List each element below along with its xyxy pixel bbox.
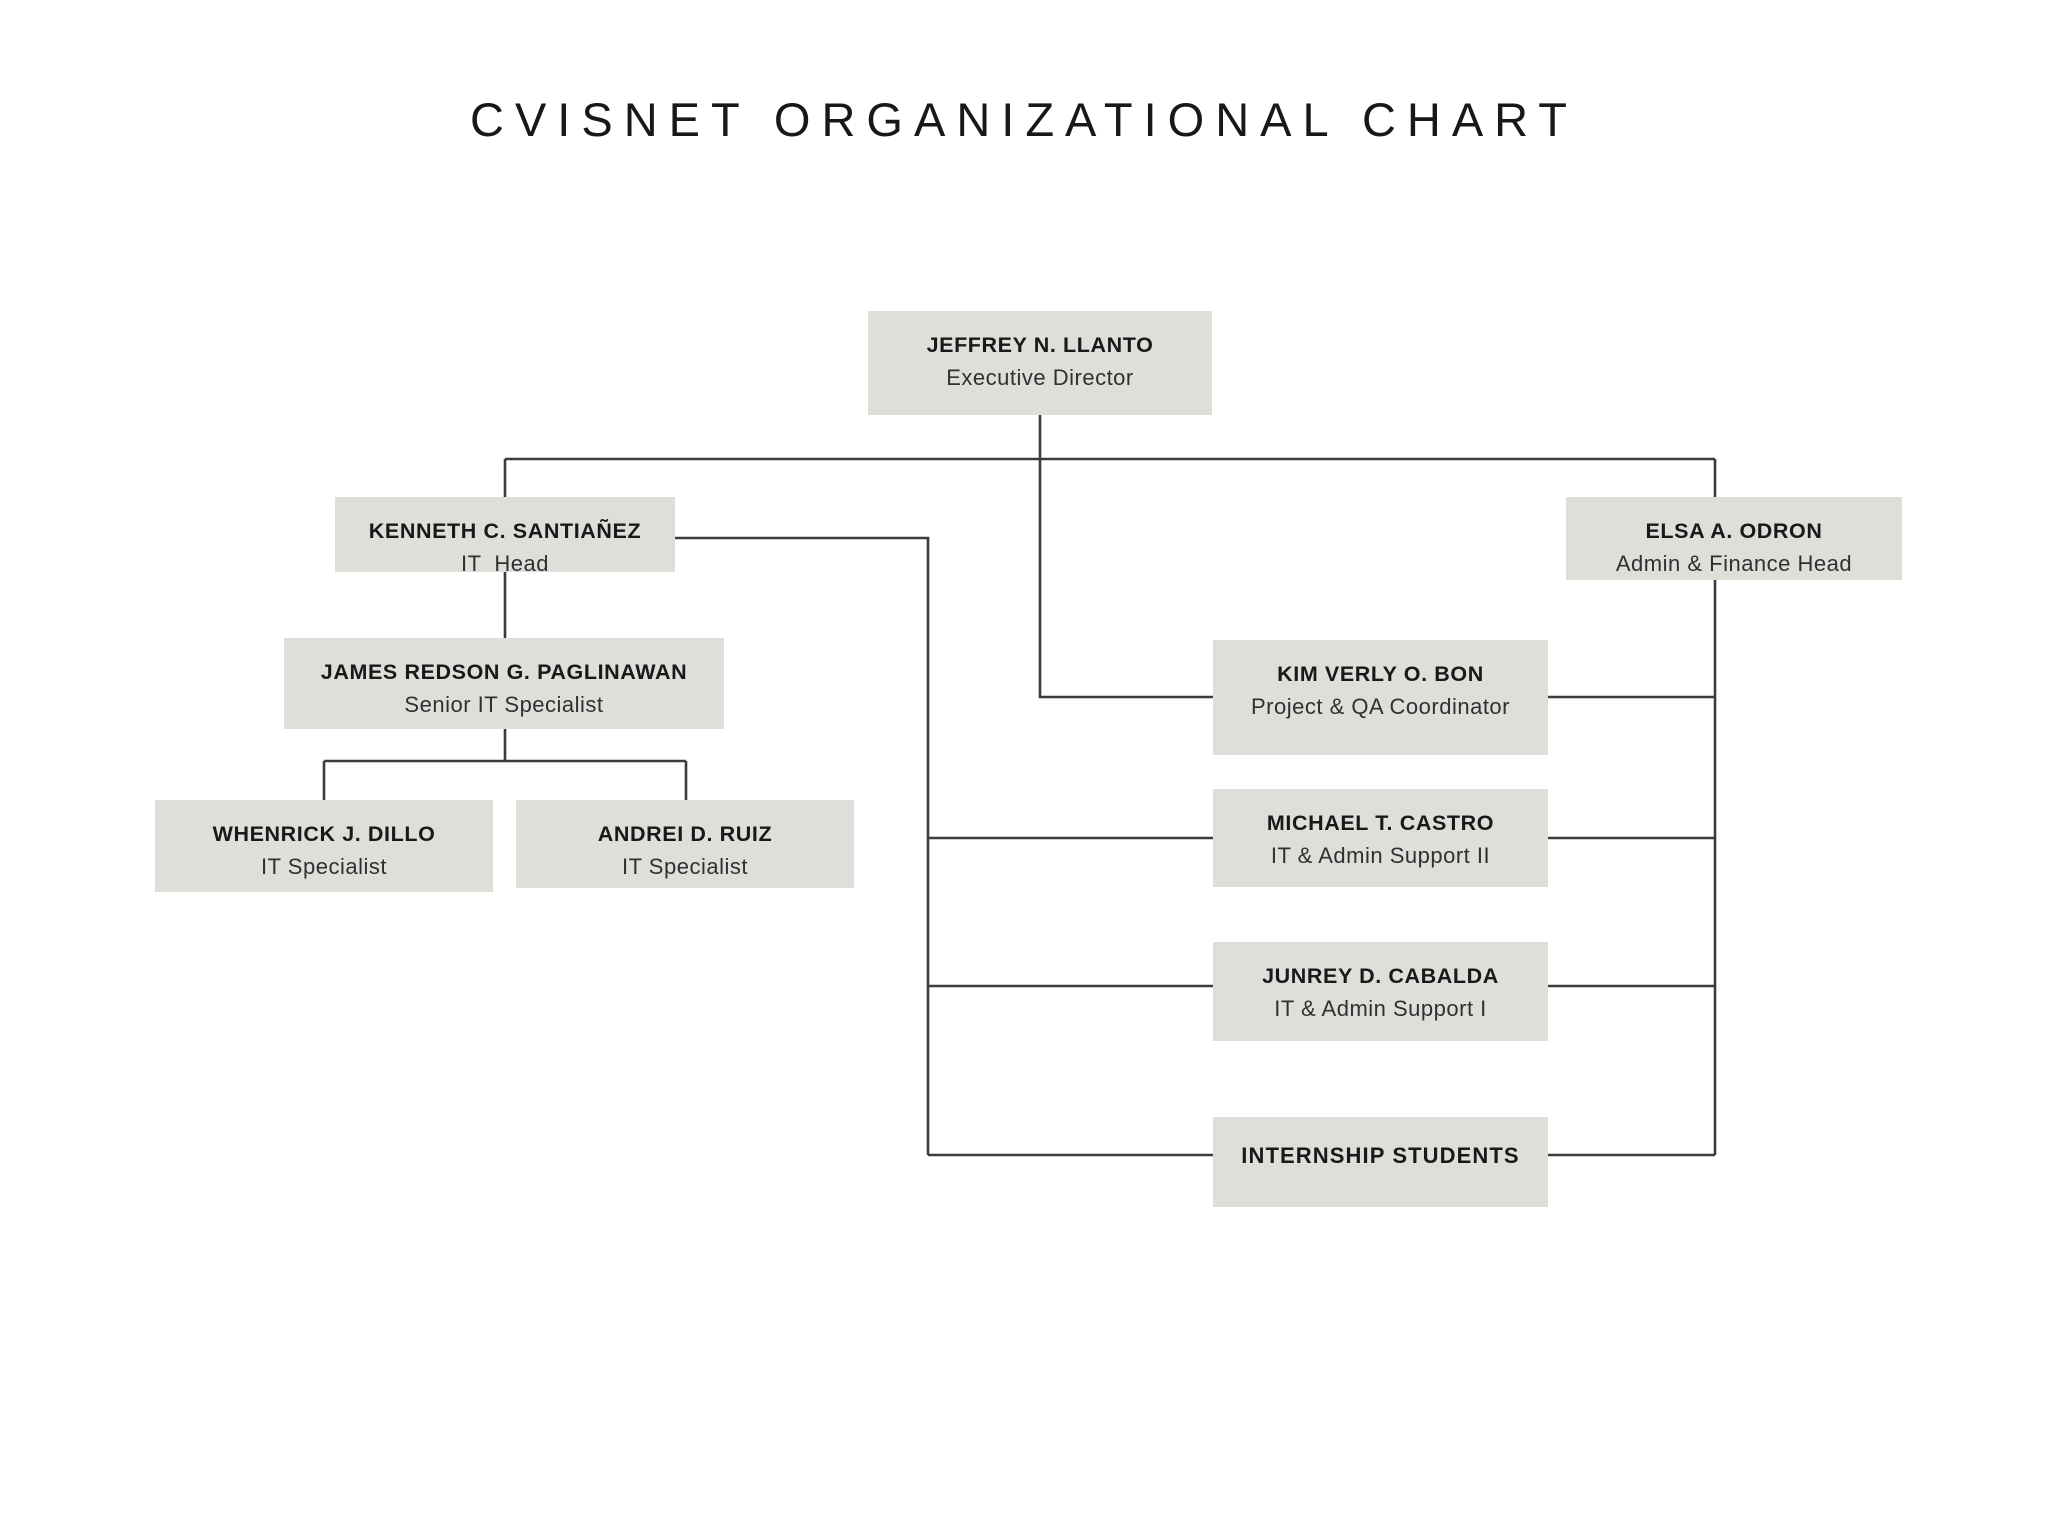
node-name: ELSA A. ODRON xyxy=(1645,519,1823,543)
node-role: Admin & Finance Head xyxy=(1615,551,1853,577)
line-exec-to-project-qa xyxy=(1038,459,1213,699)
node-role: IT & Admin Support II xyxy=(1270,843,1491,869)
node-name: MICHAEL T. CASTRO xyxy=(1266,811,1495,835)
node-name: INTERNSHIP STUDENTS xyxy=(1241,1143,1520,1168)
node-name: JAMES REDSON G. PAGLINAWAN xyxy=(320,660,688,684)
page-title: CVISNET ORGANIZATIONAL CHART xyxy=(470,93,1578,146)
node-role: Executive Director xyxy=(946,365,1134,391)
node-internship-students[interactable]: INTERNSHIP STUDENTS xyxy=(1213,1117,1548,1207)
node-senior-it-specialist[interactable]: JAMES REDSON G. PAGLINAWAN Senior IT Spe… xyxy=(284,638,724,729)
node-role: IT Specialist xyxy=(622,854,748,880)
node-it-specialist-dillo[interactable]: WHENRICK J. DILLO IT Specialist xyxy=(155,800,493,892)
node-it-admin-support-2[interactable]: MICHAEL T. CASTRO IT & Admin Support II xyxy=(1213,789,1548,887)
node-project-qa-coordinator[interactable]: KIM VERLY O. BON Project & QA Coordinato… xyxy=(1213,640,1548,755)
node-name: JUNREY D. CABALDA xyxy=(1262,964,1499,988)
node-name: KIM VERLY O. BON xyxy=(1277,662,1484,686)
node-name: JEFFREY N. LLANTO xyxy=(926,333,1154,357)
node-role: Project & QA Coordinator xyxy=(1250,694,1510,720)
node-name: WHENRICK J. DILLO xyxy=(212,822,436,846)
node-name: ANDREI D. RUIZ xyxy=(597,822,773,846)
node-name: KENNETH C. SANTIAÑEZ xyxy=(368,519,642,543)
node-exec-director[interactable]: JEFFREY N. LLANTO Executive Director xyxy=(868,311,1212,415)
node-role: IT Head xyxy=(461,551,549,577)
node-role: IT Specialist xyxy=(261,854,387,880)
node-it-head[interactable]: KENNETH C. SANTIAÑEZ IT Head xyxy=(335,497,675,576)
node-admin-finance-head[interactable]: ELSA A. ODRON Admin & Finance Head xyxy=(1566,497,1902,580)
node-it-admin-support-1[interactable]: JUNREY D. CABALDA IT & Admin Support I xyxy=(1213,942,1548,1041)
node-it-specialist-ruiz[interactable]: ANDREI D. RUIZ IT Specialist xyxy=(516,800,854,888)
node-role: IT & Admin Support I xyxy=(1274,996,1487,1022)
node-role: Senior IT Specialist xyxy=(404,692,604,718)
